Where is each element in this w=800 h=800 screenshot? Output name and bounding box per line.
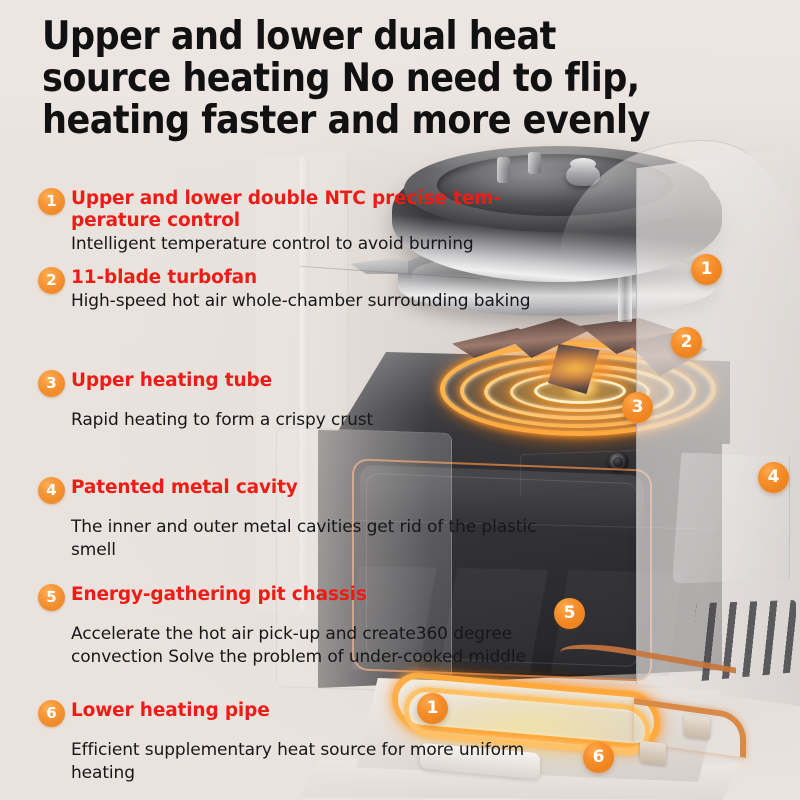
render-top-fade xyxy=(0,0,800,170)
page-title: Upper and lower dual heat source heating… xyxy=(42,14,650,143)
feature-heading-2: 11-blade turbofan xyxy=(71,267,257,288)
feature-heading-6: Lower heating pipe xyxy=(71,700,270,721)
feature-heading-3: Upper heating tube xyxy=(71,370,272,391)
feature-badge-5: 5 xyxy=(38,584,65,611)
feature-heading-5: Energy-gathering pit chassis xyxy=(71,584,367,605)
feature-body-6: Efficient supplementary heat source for … xyxy=(71,740,525,783)
feature-item-2: 2 11-blade turbofan High-speed hot air w… xyxy=(38,267,548,313)
feature-body-4: The inner and outer metal cavities get r… xyxy=(71,517,537,560)
feature-heading-1: Upper and lower double NTC precise tem-p… xyxy=(71,188,501,231)
feature-badge-4: 4 xyxy=(38,477,65,504)
feature-badge-3: 3 xyxy=(38,370,65,397)
fan-center-glow xyxy=(530,346,620,390)
feature-text-2: 11-blade turbofan High-speed hot air who… xyxy=(71,267,548,313)
callout-marker-turbofan: 2 xyxy=(671,327,702,358)
feature-item-5: 5 Energy-gathering pit chassis Accelerat… xyxy=(38,584,548,669)
callout-marker-upper-heating-tube: 3 xyxy=(622,392,653,423)
feature-heading-4: Patented metal cavity xyxy=(71,477,298,498)
feature-item-3: 3 Upper heating tube Rapid heating to fo… xyxy=(38,370,548,432)
feature-item-6: 6 Lower heating pipe Efficient supplemen… xyxy=(38,700,548,785)
feature-badge-6: 6 xyxy=(38,700,65,727)
callout-marker-lower-heating-pipe: 6 xyxy=(583,742,614,773)
feature-text-3: Upper heating tube Rapid heating to form… xyxy=(71,370,548,432)
feature-text-5: Energy-gathering pit chassis Accelerate … xyxy=(71,584,548,669)
callout-marker-lower-ntc-sensor: 1 xyxy=(417,693,448,724)
feature-body-3: Rapid heating to form a crispy crust xyxy=(71,410,374,430)
side-vent-slots xyxy=(690,600,796,682)
feature-item-4: 4 Patented metal cavity The inner and ou… xyxy=(38,477,548,562)
feature-badge-2: 2 xyxy=(38,267,65,294)
feature-body-5: Accelerate the hot air pick-up and creat… xyxy=(71,624,526,667)
feature-text-6: Lower heating pipe Efficient supplementa… xyxy=(71,700,548,785)
feature-body-1: Intelligent temperature control to avoid… xyxy=(71,234,474,254)
feature-body-2: High-speed hot air whole-chamber surroun… xyxy=(71,291,531,311)
callout-marker-ntc-sensor: 1 xyxy=(691,254,722,285)
callout-marker-pit-chassis: 5 xyxy=(554,598,585,629)
feature-item-1: 1 Upper and lower double NTC precise tem… xyxy=(38,188,548,256)
callout-marker-metal-cavity: 4 xyxy=(758,462,789,493)
feature-text-4: Patented metal cavity The inner and oute… xyxy=(71,477,548,562)
feature-text-1: Upper and lower double NTC precise tem-p… xyxy=(71,188,548,256)
feature-badge-1: 1 xyxy=(38,188,65,215)
